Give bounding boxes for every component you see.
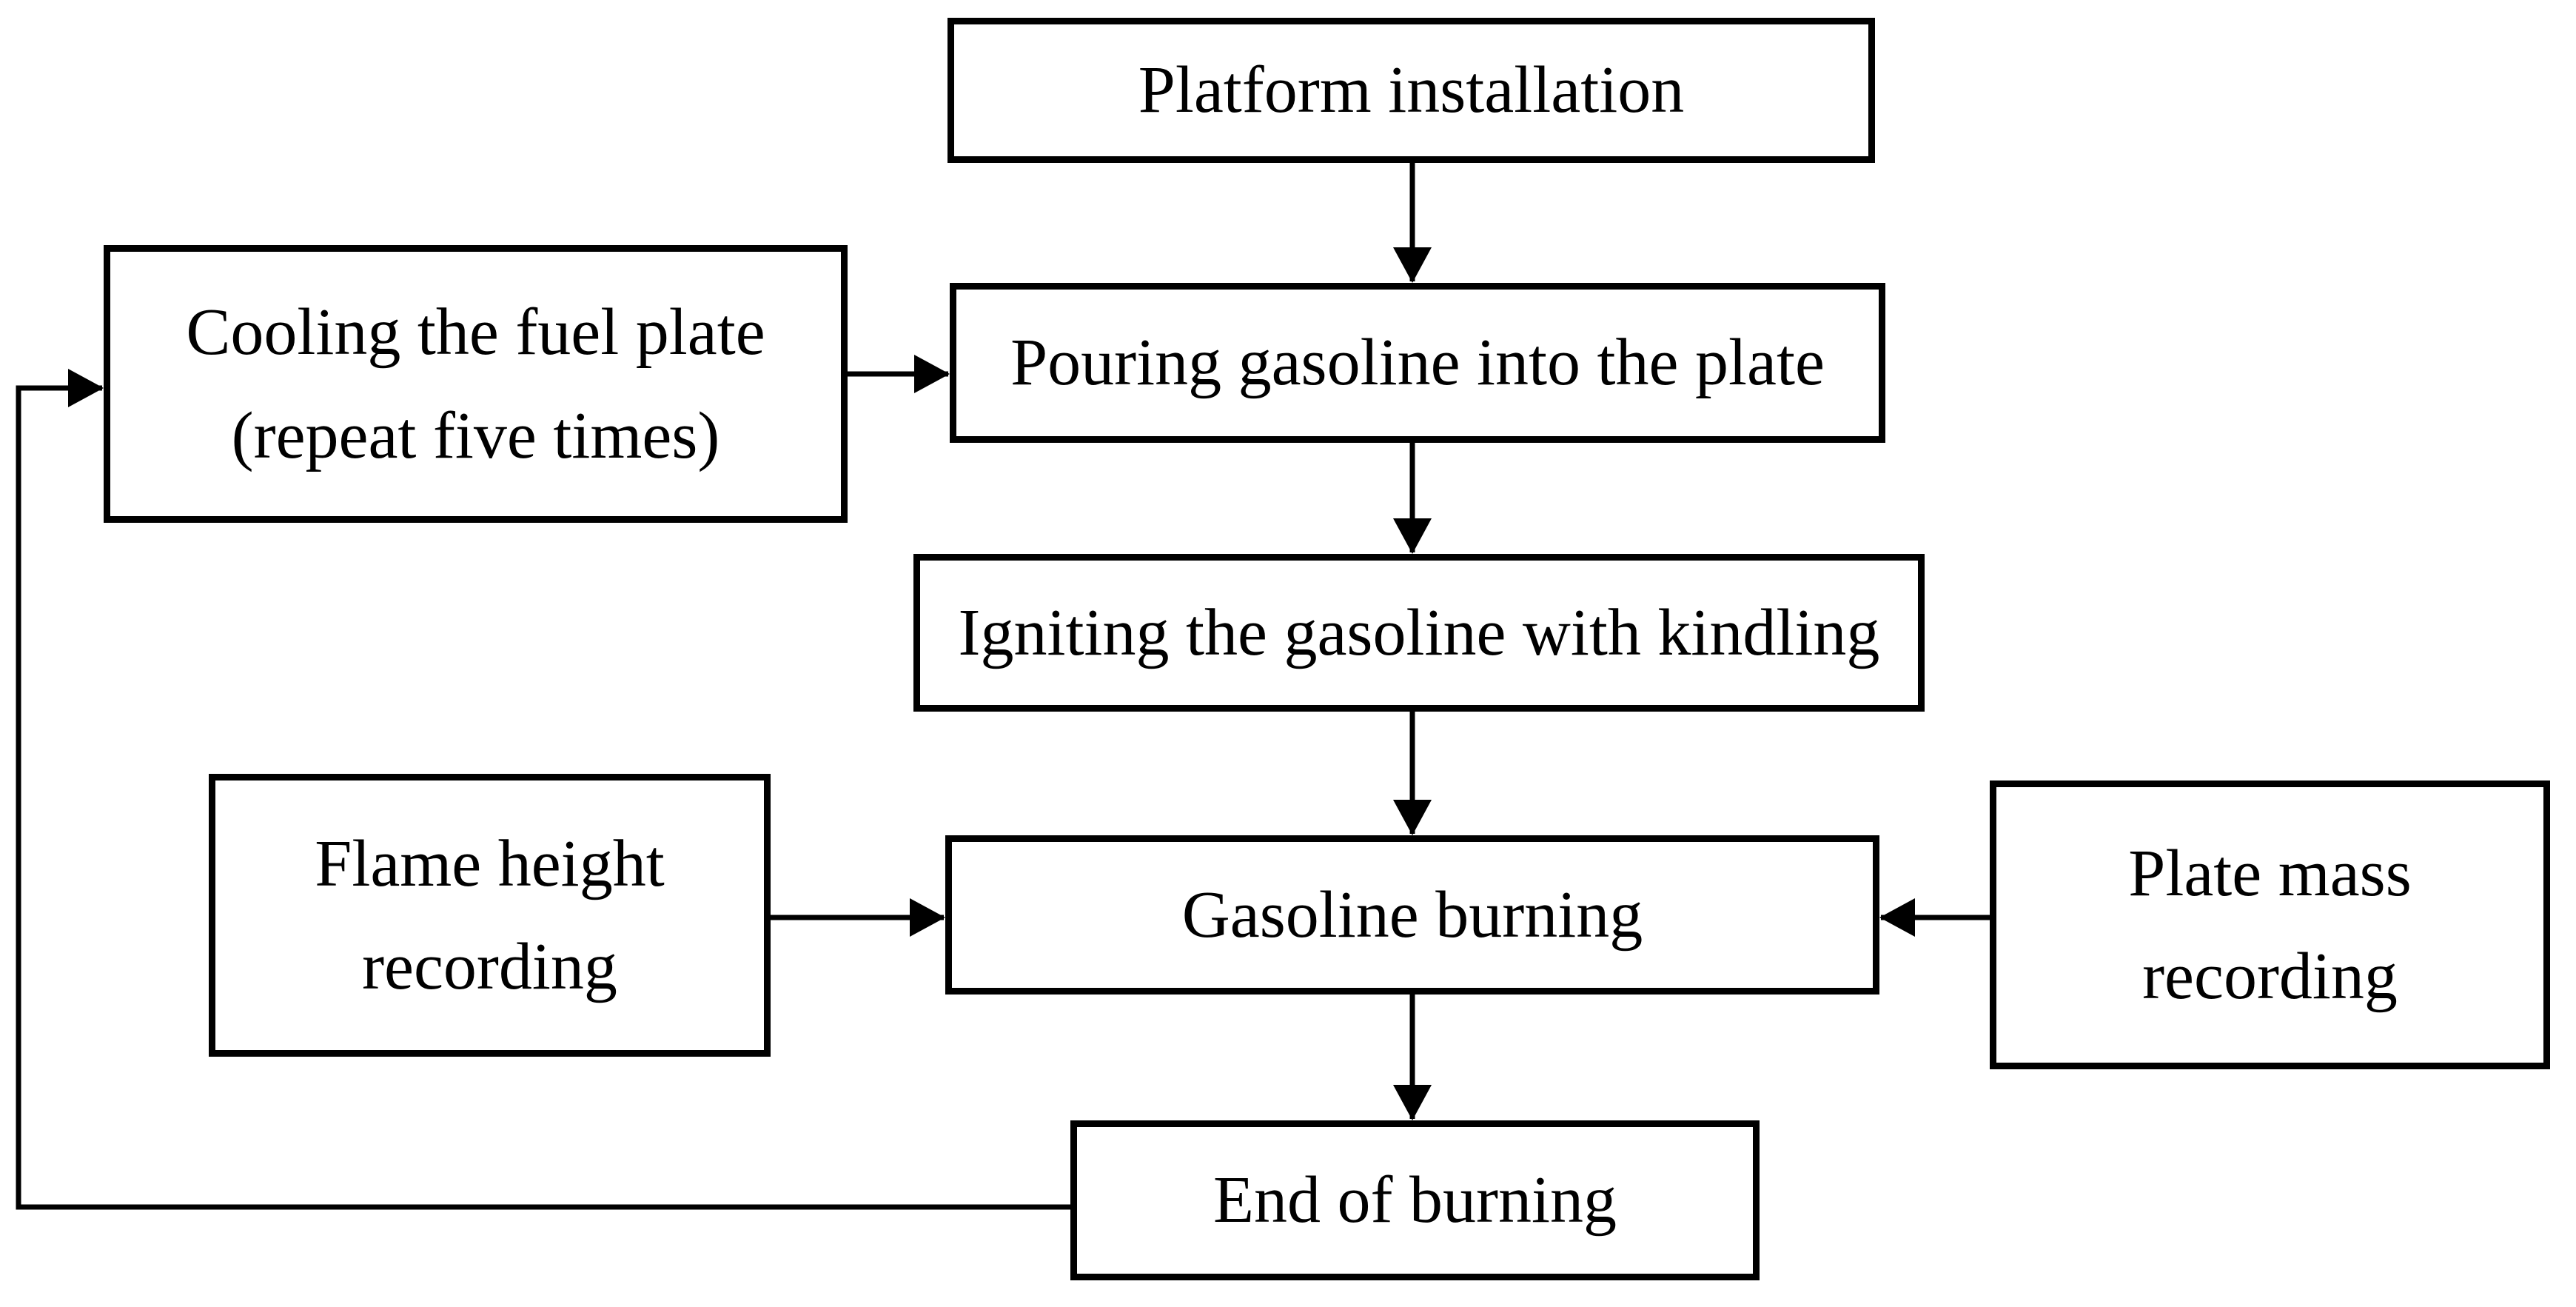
plate-mass-recording-box: Plate mass recording xyxy=(1990,780,2550,1069)
cooling-fuel-plate-box: Cooling the fuel plate (repeat five time… xyxy=(104,245,848,523)
arrow-end-to-cooling-feedback xyxy=(16,369,1070,1210)
flame-height-recording-box: Flame height recording xyxy=(209,774,771,1057)
igniting-gasoline-box: Igniting the gasoline with kindling xyxy=(913,554,1925,712)
platform-installation-box: Platform installation xyxy=(947,18,1875,163)
pouring-gasoline-box: Pouring gasoline into the plate xyxy=(950,283,1885,443)
gasoline-burning-box: Gasoline burning xyxy=(945,835,1879,995)
end-of-burning-box: End of burning xyxy=(1070,1120,1760,1280)
